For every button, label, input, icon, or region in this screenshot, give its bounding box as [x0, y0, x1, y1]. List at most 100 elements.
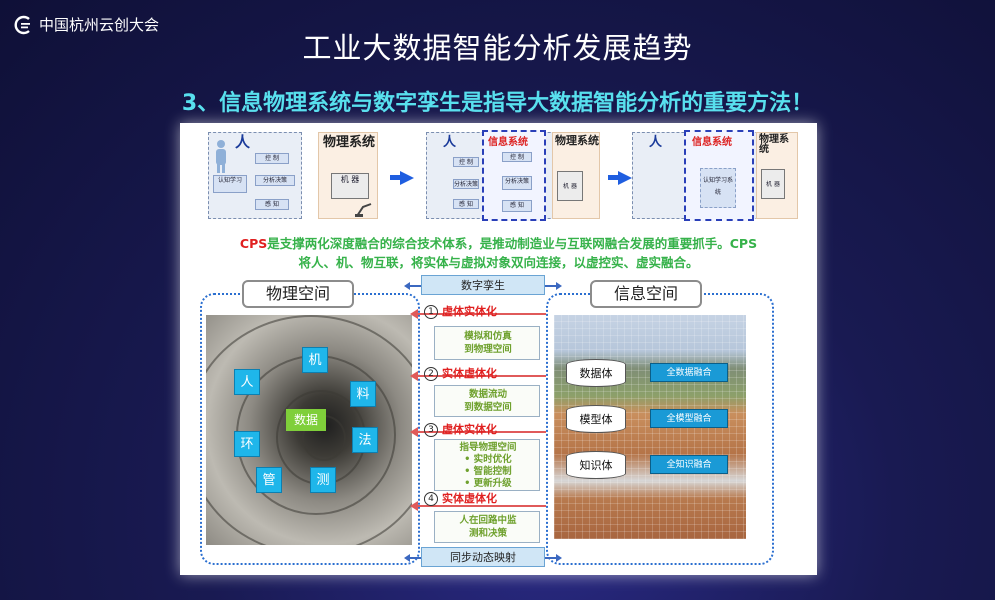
- page-title: 工业大数据智能分析发展趋势: [302, 31, 693, 65]
- info-space-title: 信息空间: [590, 280, 702, 308]
- content-panel: 人 控 制 分析决策 认知学习 感 知 物理系统 机 器 人 控 制 分析决策 …: [180, 123, 817, 575]
- flow-arrow-1-shaft: [390, 175, 402, 180]
- full-model-fusion: 全模型融合: [650, 409, 728, 428]
- flow-arrow-2-shaft: [608, 175, 620, 180]
- stage3-physical-title: 物理系统: [759, 134, 789, 155]
- step3-number: 3: [424, 423, 438, 437]
- step1-number: 1: [424, 305, 438, 319]
- data-flow-text-1: 数据流动: [468, 389, 507, 400]
- sync-arrow-right: [545, 554, 562, 562]
- stage2-perception-left: 感 知: [453, 199, 479, 209]
- simulation-text-2: 到物理空间: [464, 344, 512, 355]
- stage3-physical-box: 物理系统 机 器: [756, 132, 798, 219]
- stage1-control: 控 制: [255, 153, 289, 164]
- flow-arrow-2-icon: [618, 171, 632, 185]
- stage1-physical-title: 物理系统: [323, 135, 376, 150]
- stage3-info-box: 信息系统 认知学习系统: [684, 130, 754, 221]
- data-flow-box: 数据流动 到数据空间: [434, 385, 540, 417]
- data-flow-text-2: 到数据空间: [464, 402, 512, 413]
- stage2-machine: 机 器: [557, 171, 583, 201]
- step3-arrow: [410, 427, 546, 437]
- stage2-decision: 分析决策: [502, 176, 532, 190]
- tag-measurement: 测: [310, 467, 336, 493]
- sync-mapping-label: 同步动态映射: [421, 547, 545, 567]
- stage1-cognition: 认知学习: [213, 175, 247, 193]
- digital-twin-label: 数字孪生: [421, 275, 545, 295]
- step1-label: 1 虚体实体化: [424, 303, 497, 319]
- data-body: 数据体: [566, 359, 626, 387]
- step2-label: 2 实体虚体化: [424, 365, 497, 381]
- cps-acronym: CPS: [239, 236, 268, 251]
- physical-space-title: 物理空间: [242, 280, 354, 308]
- full-knowledge-fusion: 全知识融合: [650, 455, 728, 474]
- full-data-fusion: 全数据融合: [650, 363, 728, 382]
- stage1-decision: 分析决策: [255, 175, 295, 186]
- stage2-control: 控 制: [502, 152, 532, 162]
- tag-environment: 环: [234, 431, 260, 457]
- step2-text: 实体虚体化: [442, 367, 497, 380]
- guidance-text-1: 指导物理空间: [459, 442, 517, 453]
- stage1-human-box: 人 控 制 分析决策 认知学习 感 知: [208, 132, 302, 219]
- tag-human: 人: [234, 369, 260, 395]
- human-in-loop-box: 人在回路中监 测和决策: [434, 511, 540, 543]
- step4-arrow: [410, 501, 546, 511]
- cps-evolution-diagram: 人 控 制 分析决策 认知学习 感 知 物理系统 机 器 人 控 制 分析决策 …: [180, 123, 817, 227]
- stage3-human-label: 人: [649, 135, 663, 150]
- stage2-physical-box: 物理系统 机 器: [552, 132, 600, 219]
- stage3-machine: 机 器: [761, 169, 785, 199]
- tunnel-photo: 人 机 料 环 数据 法 管 测: [206, 315, 412, 545]
- mosaic-image: 数据体 模型体 知识体 全数据融合 全模型融合 全知识融合: [554, 315, 746, 539]
- step1-arrow: [410, 309, 546, 319]
- guidance-box: 指导物理空间 • 实时优化 • 智能控制 • 更新升级: [434, 439, 540, 491]
- step1-text: 虚体实体化: [442, 305, 497, 318]
- tag-method: 法: [352, 427, 378, 453]
- cps-description-line2: 将人、机、物互联，将实体与虚拟对象双向连接，以虚控实、虚实融合。: [298, 255, 699, 270]
- stage2-info-box: 信息系统 控 制 分析决策 感 知: [482, 130, 546, 221]
- human-in-loop-text-1: 人在回路中监: [459, 515, 517, 526]
- tag-material: 料: [350, 381, 376, 407]
- flow-arrow-1-icon: [400, 171, 414, 185]
- step4-label: 4 实体虚体化: [424, 490, 497, 506]
- model-body: 模型体: [566, 405, 626, 433]
- cloud-logo-icon: [14, 15, 30, 34]
- step3-text: 虚体实体化: [442, 423, 497, 436]
- cps-description-text1: 是支撑两化深度融合的综合技术体系，是推动制造业与互联网融合发展的重要抓手。CPS: [267, 236, 758, 251]
- stage1-machine: 机 器: [331, 173, 369, 199]
- tag-data: 数据: [286, 409, 326, 431]
- digital-twin-arrow-right: [545, 282, 562, 290]
- step4-text: 实体虚体化: [442, 492, 497, 505]
- simulation-text-1: 模拟和仿真: [464, 331, 512, 342]
- step2-arrow: [410, 371, 546, 381]
- cps-description-line1: CPS是支撑两化深度融合的综合技术体系，是推动制造业与互联网融合发展的重要抓手。…: [180, 233, 817, 252]
- stage1-perception: 感 知: [255, 199, 289, 210]
- stage3-cognition: 认知学习系统: [700, 168, 736, 208]
- logo-text: 中国杭州云创大会: [39, 16, 160, 34]
- stage2-physical-title: 物理系统: [555, 134, 599, 147]
- person-icon: [216, 140, 226, 173]
- page-subtitle: 3、信息物理系统与数字孪生是指导大数据智能分析的重要方法！: [181, 91, 814, 116]
- tunnel-ring: [206, 315, 412, 545]
- step2-number: 2: [424, 367, 438, 381]
- digital-twin-arrow-left: [404, 282, 421, 290]
- guidance-text-4: • 更新升级: [464, 478, 512, 489]
- stage3-info-title: 信息系统: [692, 137, 732, 148]
- stage1-human-label: 人: [235, 133, 251, 151]
- simulation-box: 模拟和仿真 到物理空间: [434, 326, 540, 360]
- sync-arrow-left: [404, 554, 421, 562]
- stage2-info-title: 信息系统: [488, 137, 528, 148]
- step4-number: 4: [424, 492, 438, 506]
- stage1-physical-box: 物理系统 机 器: [318, 132, 378, 219]
- tag-management: 管: [256, 467, 282, 493]
- stage2-human-label: 人: [443, 135, 457, 150]
- human-in-loop-text-2: 测和决策: [468, 528, 507, 539]
- stage2-perception: 感 知: [502, 200, 532, 212]
- tag-machine: 机: [302, 347, 328, 373]
- robot-arm-icon: [355, 203, 372, 217]
- guidance-text-3: • 智能控制: [464, 466, 512, 477]
- logo: 中国杭州云创大会: [14, 14, 159, 35]
- guidance-text-2: • 实时优化: [464, 454, 512, 465]
- knowledge-body: 知识体: [566, 451, 626, 479]
- stage2-control-left: 控 制: [453, 157, 479, 167]
- step3-label: 3 虚体实体化: [424, 421, 497, 437]
- stage2-decision-left: 分析决策: [453, 179, 479, 189]
